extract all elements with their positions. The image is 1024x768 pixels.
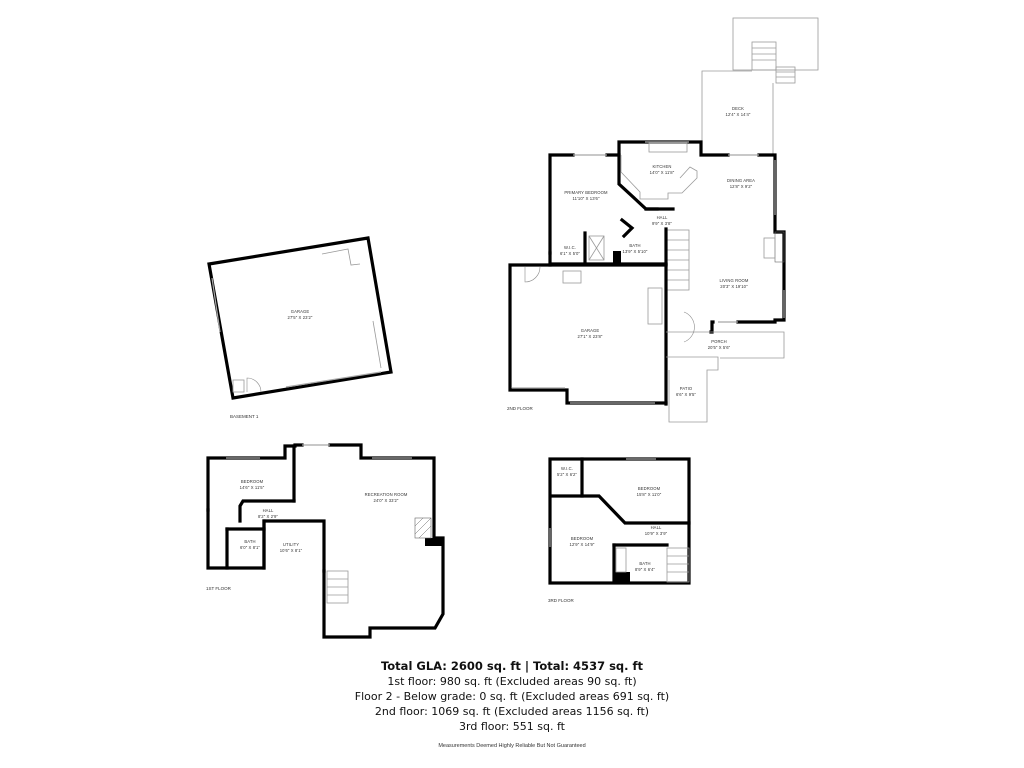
svg-text:BEDROOM: BEDROOM <box>638 486 661 491</box>
svg-text:5'2" X 6'2": 5'2" X 6'2" <box>557 472 578 477</box>
second-floor-area: 2nd floor: 1069 sq. ft (Excluded areas 1… <box>374 705 650 718</box>
svg-text:13'9" X 5'10": 13'9" X 5'10" <box>623 249 648 254</box>
svg-text:KITCHEN: KITCHEN <box>652 164 671 169</box>
kitchen-counter <box>620 155 698 200</box>
basement-1-plan: GARAGE 27'5" X 23'2" BASEMENT 1 <box>207 236 393 419</box>
svg-text:8'9" X 6'4": 8'9" X 6'4" <box>635 567 656 572</box>
svg-text:BEDROOM: BEDROOM <box>571 536 594 541</box>
svg-text:BATH: BATH <box>639 561 650 566</box>
svg-text:12'8" X 9'2": 12'8" X 9'2" <box>730 184 753 189</box>
porch <box>666 331 785 359</box>
wall <box>548 153 575 255</box>
svg-text:PORCH: PORCH <box>711 339 727 344</box>
floor-label-3rd: 3RD FLOOR <box>548 598 575 603</box>
svg-text:HALL: HALL <box>263 508 274 513</box>
svg-text:12'9" X 14'9": 12'9" X 14'9" <box>570 542 595 547</box>
svg-text:PATIO: PATIO <box>680 386 693 391</box>
svg-text:10'6" X 8'1": 10'6" X 8'1" <box>280 548 303 553</box>
upper-deck <box>732 17 819 71</box>
third-floor-plan: W.I.C. 5'2" X 6'2" BEDROOM 15'8" X 11'0"… <box>548 457 691 603</box>
svg-text:6'0" X 8'1": 6'0" X 8'1" <box>240 545 261 550</box>
third-floor-area: 3rd floor: 551 sq. ft <box>459 720 565 733</box>
svg-text:UTILITY: UTILITY <box>283 542 299 547</box>
room-name: GARAGE <box>291 309 310 314</box>
svg-text:20'5" X 5'6": 20'5" X 5'6" <box>708 345 731 350</box>
svg-text:HALL: HALL <box>657 215 668 220</box>
deck-stairs <box>751 41 777 71</box>
svg-text:8'2" X 2'9": 8'2" X 2'9" <box>258 514 279 519</box>
garage-door <box>285 371 382 388</box>
svg-text:HALL: HALL <box>651 525 662 530</box>
first-floor-area: 1st floor: 980 sq. ft (Excluded areas 90… <box>387 675 637 688</box>
room-dims: 27'5" X 23'2" <box>288 315 313 320</box>
svg-text:12'4" X 14'4": 12'4" X 14'4" <box>726 112 751 117</box>
svg-text:GARAGE: GARAGE <box>581 328 600 333</box>
floor-label-basement: BASEMENT 1 <box>230 414 259 419</box>
svg-text:9'9" X 3'8": 9'9" X 3'8" <box>652 221 673 226</box>
svg-text:6'1" X 5'0": 6'1" X 5'0" <box>560 251 581 256</box>
svg-text:BATH: BATH <box>629 243 640 248</box>
shelf <box>372 320 382 369</box>
wall <box>605 140 730 157</box>
svg-text:14'0" X 11'8": 14'0" X 11'8" <box>650 170 675 175</box>
floor2-below-grade-area: Floor 2 - Below grade: 0 sq. ft (Exclude… <box>354 690 670 703</box>
second-floor-plan: DECK 12'4" X 14'4" KITCHEN 14'0" X 11'8"… <box>507 17 819 423</box>
svg-text:6'6" X 9'5": 6'6" X 9'5" <box>676 392 697 397</box>
svg-text:PRIMARY BEDROOM: PRIMARY BEDROOM <box>564 190 608 195</box>
svg-text:W.I.C.: W.I.C. <box>561 466 573 471</box>
svg-text:RECREATION ROOM: RECREATION ROOM <box>365 492 408 497</box>
svg-text:DINING AREA: DINING AREA <box>727 178 755 183</box>
deck-steps <box>775 66 796 84</box>
floor-label-1st: 1ST FLOOR <box>206 586 232 591</box>
svg-text:20'3" X 19'10": 20'3" X 19'10" <box>720 284 748 289</box>
total-area: Total GLA: 2600 sq. ft | Total: 4537 sq.… <box>380 659 644 673</box>
svg-text:14'6" X 11'5": 14'6" X 11'5" <box>240 485 265 490</box>
svg-text:DECK: DECK <box>732 106 744 111</box>
deck-outline <box>701 70 752 156</box>
basement-garage-walls <box>207 236 393 400</box>
svg-text:BEDROOM: BEDROOM <box>241 479 264 484</box>
svg-text:24'0" X 33'2": 24'0" X 33'2" <box>374 498 399 503</box>
third-floor-walls <box>548 457 691 585</box>
disclaimer: Measurements Deemed Highly Reliable But … <box>438 743 586 749</box>
floor-label-2nd: 2ND FLOOR <box>507 406 534 411</box>
svg-text:27'1" X 23'8": 27'1" X 23'8" <box>578 334 603 339</box>
counter <box>321 248 361 266</box>
svg-text:15'8" X 11'0": 15'8" X 11'0" <box>637 492 662 497</box>
svg-text:LIVING ROOM: LIVING ROOM <box>719 278 748 283</box>
fixture <box>232 379 245 393</box>
window <box>211 277 221 333</box>
column <box>613 251 621 264</box>
wall <box>709 320 715 334</box>
first-floor-plan: BEDROOM 14'6" X 11'5" HALL 8'2" X 2'9" B… <box>206 443 445 639</box>
svg-text:BATH: BATH <box>244 539 255 544</box>
door <box>246 377 262 393</box>
svg-text:W.I.C.: W.I.C. <box>564 245 576 250</box>
svg-text:10'9" X 3'9": 10'9" X 3'9" <box>645 531 668 536</box>
svg-text:11'10" X 13'6": 11'10" X 13'6" <box>572 196 599 201</box>
